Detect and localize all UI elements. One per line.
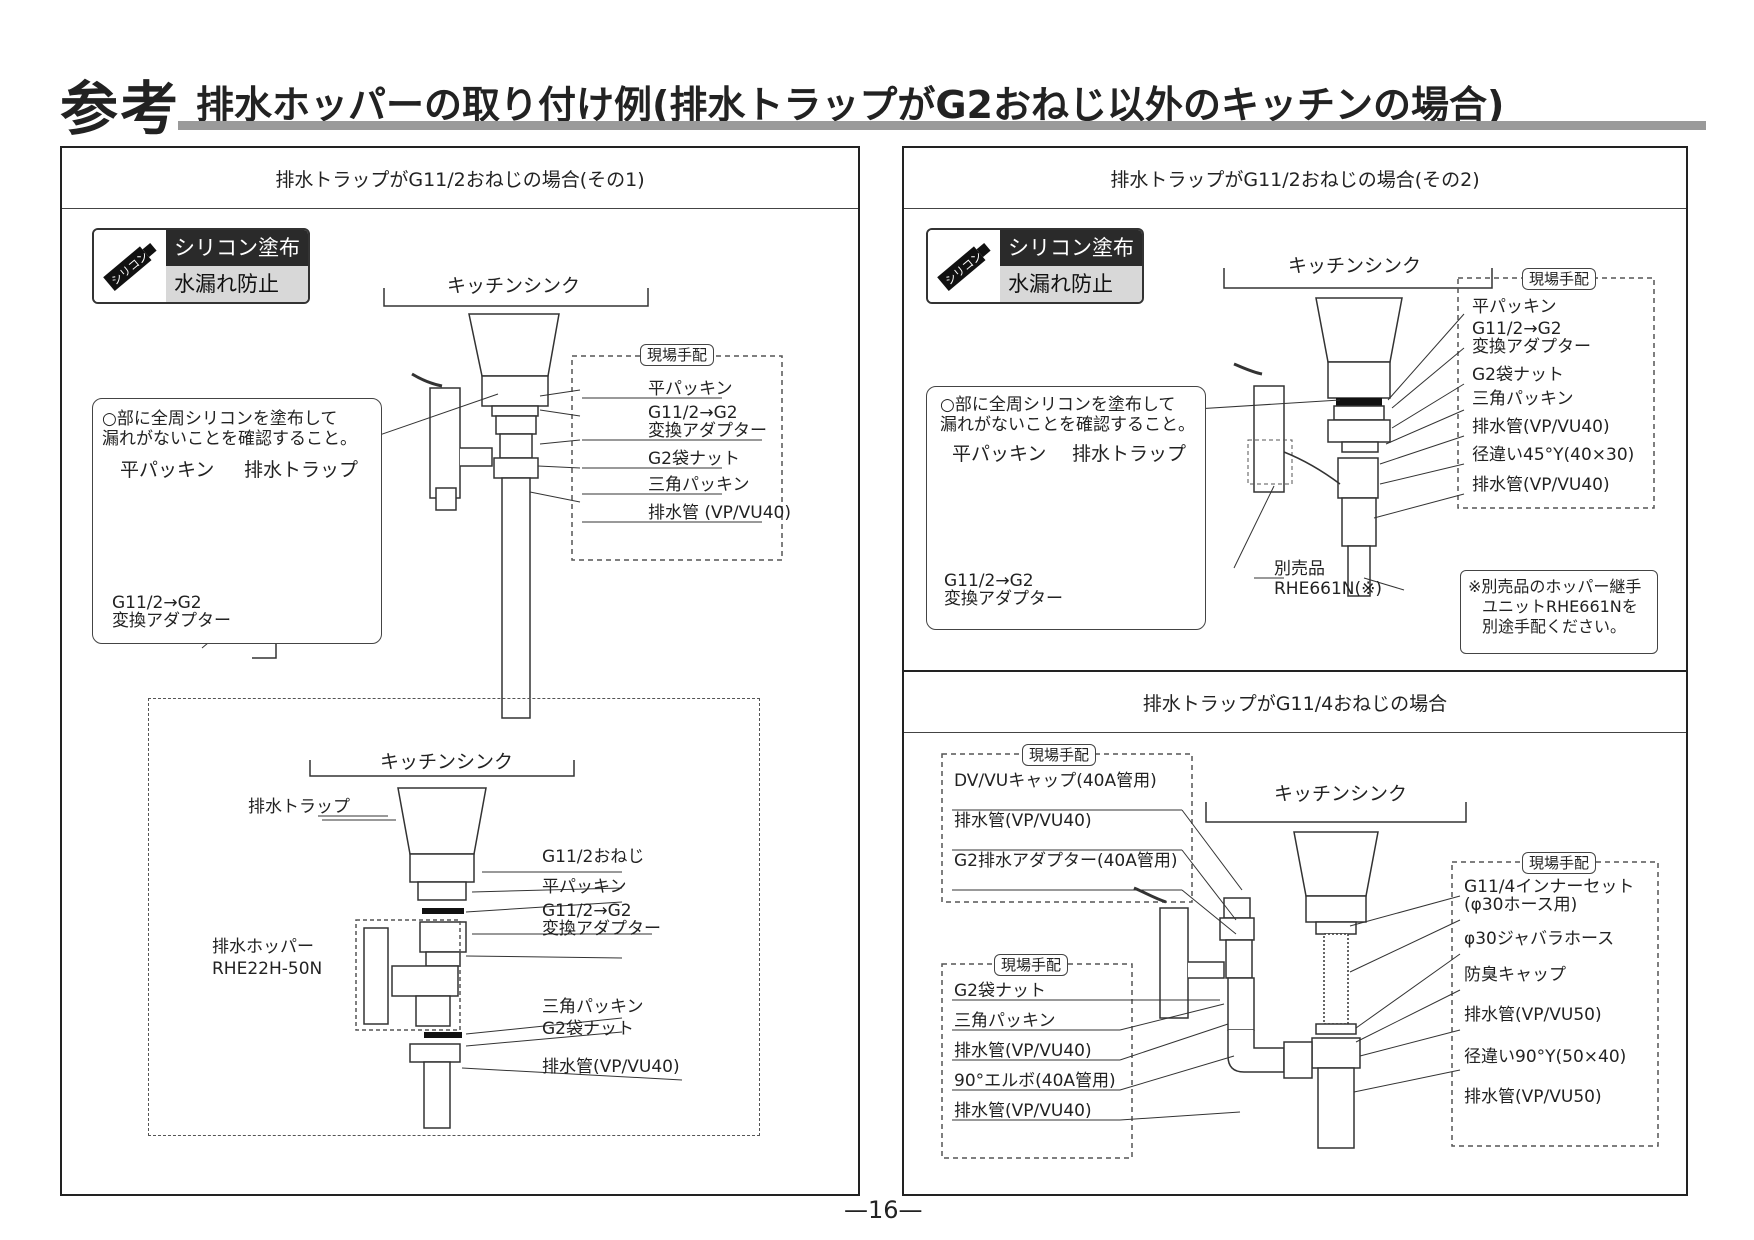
- field-supply-tag: 現場手配: [994, 954, 1069, 976]
- label-adapter-line1: G11/2→G2: [648, 403, 738, 423]
- label-reducer-90: 径違い90°Y(50×40): [1464, 1047, 1627, 1067]
- exploded-hopper1: 排水ホッパー: [212, 937, 314, 957]
- exploded-thread: G11/2おねじ: [542, 847, 645, 867]
- separate-note-box: [1460, 570, 1658, 654]
- detail-adapter-line1: G11/2→G2: [944, 571, 1034, 591]
- separate-item-code: RHE661N(※): [1274, 579, 1383, 599]
- label-flat-packing: 平パッキン: [1472, 297, 1557, 317]
- silicon-badge: シリコン シリコン塗布 水漏れ防止: [926, 228, 1144, 304]
- exploded-adapter1: G11/2→G2: [542, 901, 632, 921]
- detail-adapter-line1: G11/2→G2: [112, 593, 202, 613]
- label-drain-pipe-vu50-2: 排水管(VP/VU50): [1464, 1087, 1602, 1107]
- separate-note-line2: ユニットRHE661Nを: [1482, 597, 1638, 616]
- panel-g112-case2: 排水トラップがG11/2おねじの場合(その2) シリコン シリコン塗布 水漏れ防…: [902, 146, 1688, 674]
- badge-line2: 水漏れ防止: [1000, 266, 1142, 302]
- label-adapter-line2: 変換アダプター: [648, 421, 767, 441]
- silicon-note-box: [92, 398, 382, 644]
- label-g2-nut: G2袋ナット: [1472, 365, 1564, 385]
- page-number: —16—: [844, 1196, 923, 1224]
- label-flat-packing: 平パッキン: [648, 379, 733, 399]
- exploded-hopper2: RHE22H-50N: [212, 959, 323, 979]
- exploded-tri: 三角パッキン: [542, 997, 644, 1017]
- panel-title: 排水トラップがG11/4おねじの場合: [904, 672, 1686, 733]
- exploded-nut: G2袋ナット: [542, 1019, 634, 1039]
- silicon-badge: シリコン シリコン塗布 水漏れ防止: [92, 228, 310, 304]
- label-triangle-packing: 三角パッキン: [1472, 389, 1574, 409]
- note-line1: ○部に全周シリコンを塗布して: [940, 395, 1176, 415]
- detail-flat-packing: 平パッキン: [120, 459, 215, 481]
- page-title: 排水ホッパーの取り付け例(排水トラップがG2おねじ以外のキッチンの場合): [196, 83, 1505, 127]
- label-reducer: 径違い45°Y(40×30): [1472, 445, 1635, 465]
- sink-label: キッチンシンク: [1274, 783, 1408, 805]
- label-dv-cap: DV/VUキャップ(40A管用): [954, 771, 1157, 791]
- badge-line1: シリコン塗布: [1000, 230, 1142, 266]
- label-g2-nut: G2袋ナット: [954, 981, 1046, 1001]
- label-g2-adapter: G2排水アダプター(40A管用): [954, 851, 1178, 871]
- detail-flat-packing: 平パッキン: [952, 443, 1047, 465]
- silicon-tube-icon: シリコン: [94, 230, 164, 302]
- label-g2-nut: G2袋ナット: [648, 449, 740, 469]
- sink-label: キッチンシンク: [1288, 255, 1422, 277]
- field-supply-tag: 現場手配: [1022, 744, 1097, 766]
- page-title-main: 参考: [60, 75, 181, 143]
- detail-drain-trap: 排水トラップ: [244, 459, 359, 481]
- silicon-tube-icon: シリコン: [928, 230, 998, 302]
- label-drain-pipe: 排水管(VP/VU40): [954, 811, 1092, 831]
- exploded-diagram: [309, 760, 683, 1129]
- badge-line2: 水漏れ防止: [166, 266, 308, 302]
- label-bellows-hose: φ30ジャバラホース: [1464, 929, 1615, 949]
- field-supply-tag: 現場手配: [640, 344, 715, 366]
- title-underline: [178, 121, 1706, 130]
- exploded-trap: 排水トラップ: [248, 797, 350, 817]
- label-adapter-line1: G11/2→G2: [1472, 319, 1562, 339]
- exploded-adapter2: 変換アダプター: [542, 919, 661, 939]
- sink-label: キッチンシンク: [447, 275, 581, 297]
- label-drain-pipe-vu50-1: 排水管(VP/VU50): [1464, 1005, 1602, 1025]
- note-line2: 漏れがないことを確認すること。: [102, 429, 357, 449]
- exploded-pipe: 排水管(VP/VU40): [542, 1057, 680, 1077]
- field-supply-tag: 現場手配: [1522, 268, 1597, 290]
- label-odor-cap: 防臭キャップ: [1464, 965, 1566, 985]
- note-line2: 漏れがないことを確認すること。: [940, 415, 1195, 435]
- label-inner-set-1: G11/4インナーセット: [1464, 877, 1635, 897]
- label-drain-pipe-2: 排水管(VP/VU40): [1472, 475, 1610, 495]
- panel-g112-case1: 排水トラップがG11/2おねじの場合(その1) シリコン シリコン塗布 水漏れ防…: [60, 146, 860, 1196]
- exploded-sink-label: キッチンシンク: [380, 751, 514, 773]
- field-supply-tag: 現場手配: [1522, 852, 1597, 874]
- silicon-note-box: [926, 386, 1206, 630]
- label-drain-pipe-1: 排水管(VP/VU40): [954, 1041, 1092, 1061]
- label-elbow: 90°エルボ(40A管用): [954, 1071, 1116, 1091]
- detail-drain-trap: 排水トラップ: [1072, 443, 1187, 465]
- separate-item-label: 別売品: [1274, 559, 1325, 579]
- panel-g114: 排水トラップがG11/4おねじの場合: [902, 670, 1688, 1196]
- label-drain-pipe-1: 排水管(VP/VU40): [1472, 417, 1610, 437]
- label-triangle-packing: 三角パッキン: [648, 475, 750, 495]
- label-adapter-line2: 変換アダプター: [1472, 337, 1591, 357]
- exploded-view-box: [148, 698, 760, 1136]
- separate-note-line1: ※別売品のホッパー継手: [1468, 577, 1642, 596]
- label-triangle-packing: 三角パッキン: [954, 1011, 1056, 1031]
- panel-title: 排水トラップがG11/2おねじの場合(その1): [62, 148, 858, 209]
- detail-adapter-line2: 変換アダプター: [944, 589, 1063, 609]
- note-line1: ○部に全周シリコンを塗布して: [102, 409, 338, 429]
- badge-line1: シリコン塗布: [166, 230, 308, 266]
- label-inner-set-2: (φ30ホース用): [1464, 895, 1578, 915]
- panel-title: 排水トラップがG11/2おねじの場合(その2): [904, 148, 1686, 209]
- detail-adapter-line2: 変換アダプター: [112, 611, 231, 631]
- separate-note-line3: 別途手配ください。: [1482, 617, 1627, 636]
- label-drain-pipe-2: 排水管(VP/VU40): [954, 1101, 1092, 1121]
- panel3-diagram: [941, 753, 1659, 1159]
- label-drain-pipe: 排水管 (VP/VU40): [648, 503, 791, 523]
- exploded-flat: 平パッキン: [542, 877, 627, 897]
